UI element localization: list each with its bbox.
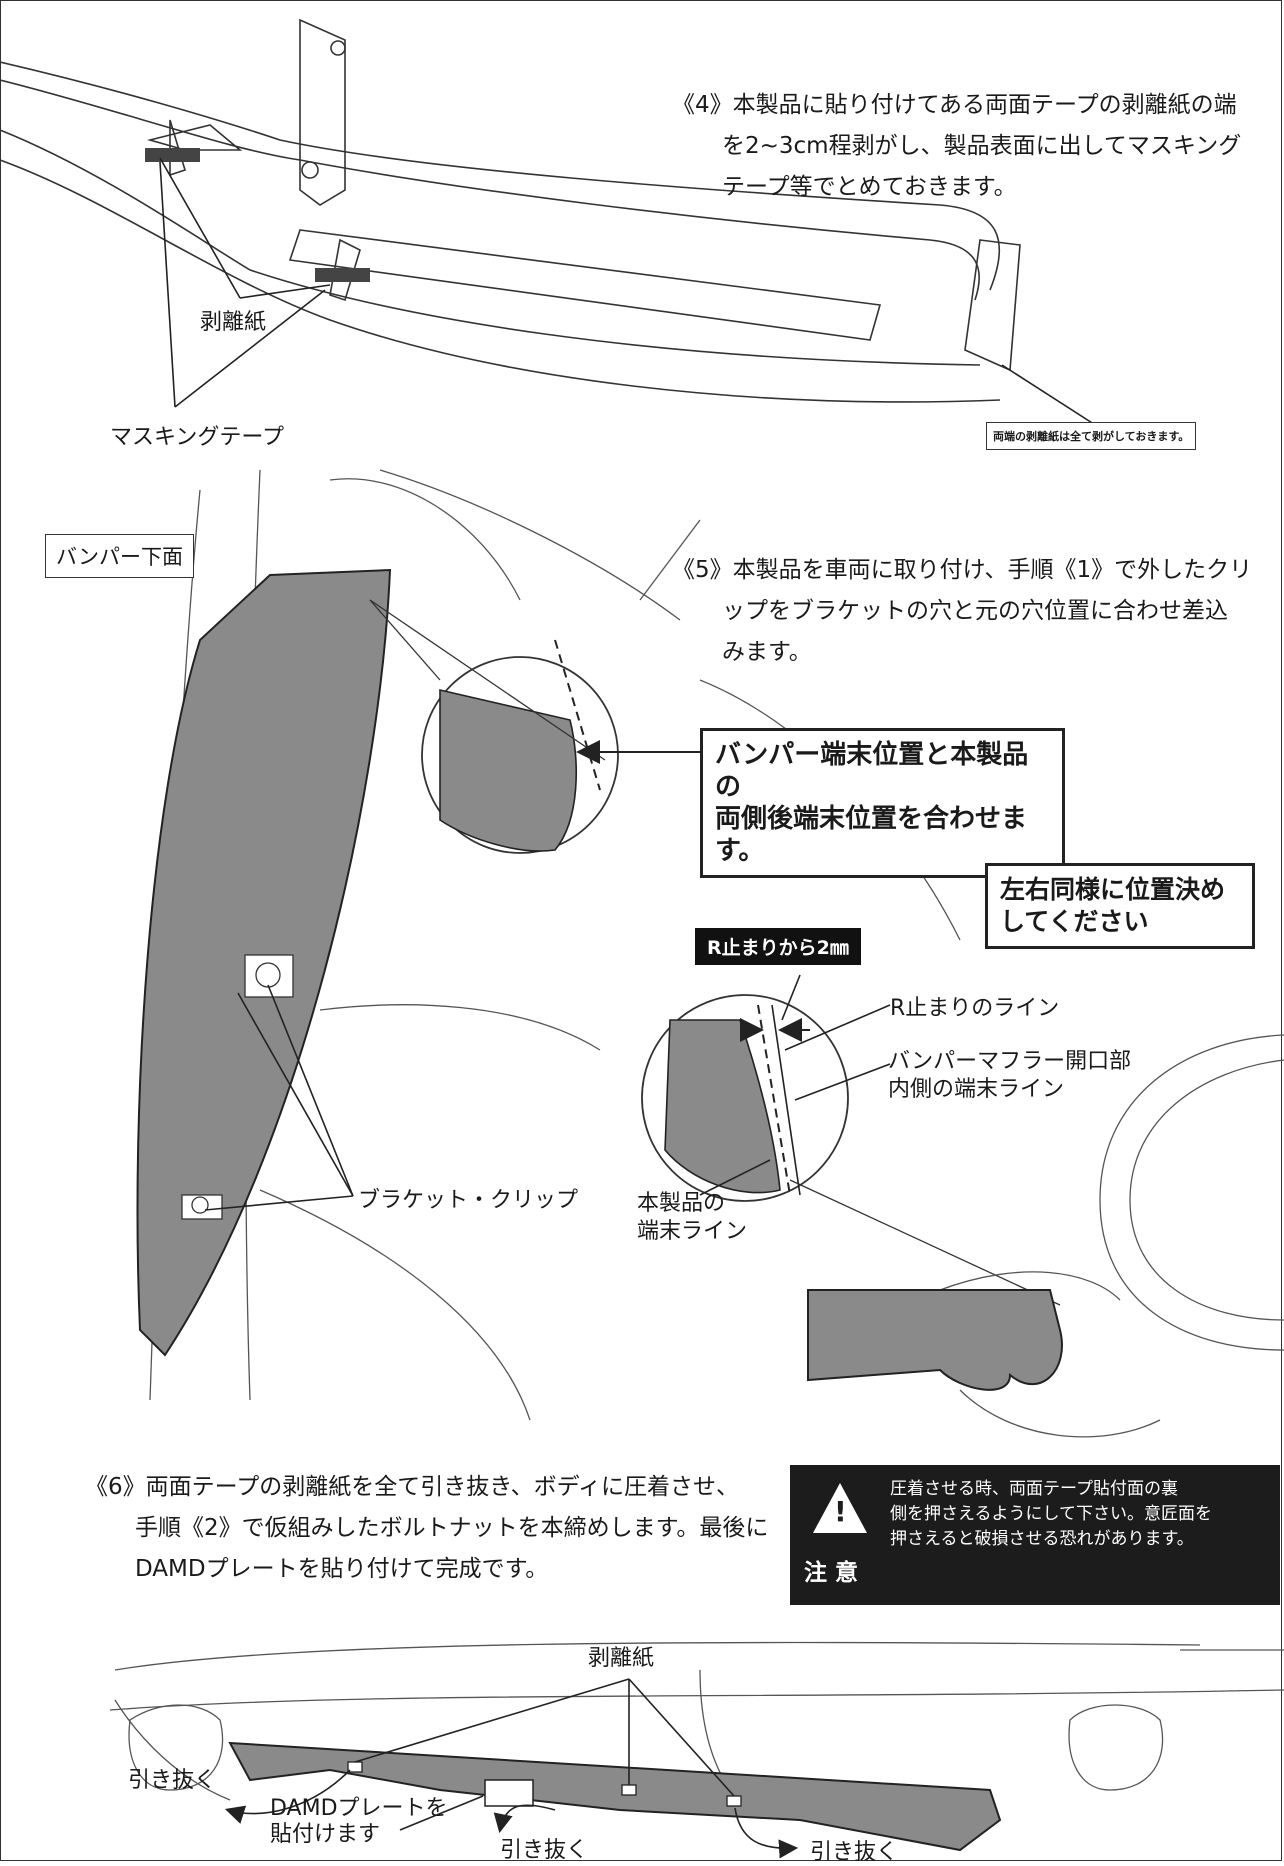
label-product-end-line-text: 端末ライン <box>637 1219 748 1244</box>
step6-line: 《6》両面テープの剥離紙を全て引き抜き、ボディに圧着させ、 <box>85 1474 740 1500</box>
warning-exclaim: ! <box>834 1495 847 1528</box>
label-r-stop-line: R止まりのライン <box>890 996 1060 1021</box>
masking-tape-left <box>145 148 200 162</box>
step4-line: 《4》本製品に貼り付けてある両面テープの剥離紙の端 <box>672 92 1237 118</box>
step4-line: を2~3cm程剥がし、製品表面に出してマスキング <box>722 133 1242 159</box>
fig6-label-plate: DAMDプレートを 貼付けます <box>270 1796 448 1848</box>
caution-box: ! 注意 圧着させる時、両面テープ貼付面の裏 側を押さえるようにして下さい。意匠… <box>790 1465 1280 1605</box>
badge-r-stop-2mm: R止まりから2㎜ <box>695 928 861 965</box>
fig4-label-masking-tape: マスキングテープ <box>110 425 285 450</box>
fig6-label-pull-left: 引き抜く <box>128 1768 217 1793</box>
callout-align-line: 両側後端末位置を合わせます。 <box>715 804 1028 866</box>
callout-both-sides: 左右同様に位置決め してください <box>985 863 1255 949</box>
step4-text: 《4》本製品に貼り付けてある両面テープの剥離紙の端 を2~3cm程剥がし、製品表… <box>672 85 1272 208</box>
label-bracket-clip: ブラケット・クリップ <box>358 1188 579 1213</box>
step5-line: みます。 <box>722 639 812 665</box>
warning-triangle-icon <box>813 1483 867 1533</box>
clip-leader-lines <box>204 984 354 1211</box>
label-muffler-opening-line: バンパーマフラー開口部 <box>888 1049 1132 1074</box>
step5-text: 《5》本製品を車両に取り付け、手順《1》で外したクリ ップをブラケットの穴と元の… <box>672 550 1272 673</box>
step5-line: ップをブラケットの穴と元の穴位置に合わせ差込 <box>722 598 1228 624</box>
fig6-arrows <box>224 1678 799 1859</box>
fig5-exhaust-detail-drawing <box>939 1034 1284 1438</box>
magnify-circle-bottom <box>641 974 1061 1306</box>
caution-line: 側を押さえるようにして下さい。意匠面を <box>890 1504 1212 1524</box>
caution-line: 押さえると破損させる恐れがあります。 <box>890 1529 1194 1549</box>
callout-both-sides-line: 左右同様に位置決め <box>1000 875 1226 904</box>
label-product-end-line: 本製品の 端末ライン <box>637 1190 747 1246</box>
magnify-circle-top <box>369 599 705 854</box>
callout-align-line: バンパー端末位置と本製品の <box>715 740 1029 802</box>
fig4-leader-lines <box>159 157 1101 429</box>
caution-message: 圧着させる時、両面テープ貼付面の裏 側を押さえるようにして下さい。意匠面を 押さ… <box>890 1477 1230 1552</box>
label-product-end-line-text: 本製品の <box>637 1191 726 1216</box>
fig6-label-release-paper: 剥離紙 <box>588 1646 655 1671</box>
fig4-note-both-ends: 両端の剥離紙は全て剥がしておきます。 <box>986 422 1197 450</box>
fig6-plate-line: 貼付けます <box>270 1822 381 1847</box>
fig5-product-end-detail <box>807 1289 1063 1391</box>
fig5-view-label: バンパー下面 <box>45 534 195 578</box>
fig4-bumper-drawing <box>0 18 1021 403</box>
caution-line: 圧着させる時、両面テープ貼付面の裏 <box>890 1479 1178 1499</box>
step6-line: 手順《2》で仮組みしたボルトナットを本締めします。最後に <box>135 1515 769 1541</box>
step5-line: 《5》本製品を車両に取り付け、手順《1》で外したクリ <box>672 557 1253 583</box>
fig4-label-release-paper: 剥離紙 <box>200 310 267 335</box>
bracket-clips <box>181 954 294 1220</box>
callout-both-sides-line: してください <box>1000 907 1149 936</box>
label-muffler-opening-line: 内側の端末ライン <box>888 1077 1065 1102</box>
step4-line: テープ等でとめておきます。 <box>722 174 1017 200</box>
fig6-diffuser-part <box>228 1741 1002 1852</box>
fig6-label-pull-right: 引き抜く <box>810 1840 899 1865</box>
step6-text: 《6》両面テープの剥離紙を全て引き抜き、ボディに圧着させ、 手順《2》で仮組みし… <box>85 1467 785 1590</box>
fig6-label-pull-center: 引き抜く <box>500 1838 589 1863</box>
damd-plate-spot <box>484 1779 534 1807</box>
caution-tag: 注意 <box>804 1560 866 1586</box>
fig6-rear-bumper-drawing <box>109 1641 1284 1801</box>
callout-align-ends: バンパー端末位置と本製品の 両側後端末位置を合わせます。 <box>700 728 1065 878</box>
masking-tape-center <box>315 268 370 282</box>
label-muffler-opening: バンパーマフラー開口部 内側の端末ライン <box>888 1048 1131 1104</box>
step6-line: DAMDプレートを貼り付けて完成です。 <box>135 1556 549 1582</box>
fig6-plate-line: DAMDプレートを <box>270 1796 448 1821</box>
